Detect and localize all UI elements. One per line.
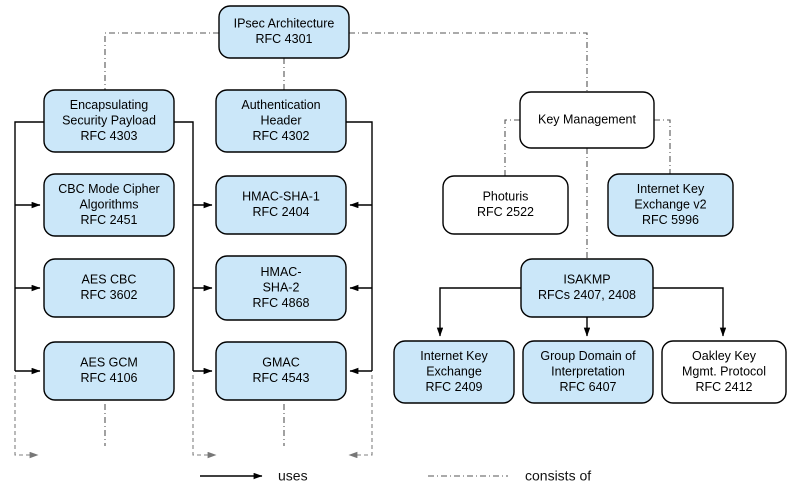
node-label-line: RFC 2522 [477,205,534,219]
legend: uses consists of [200,468,591,484]
node-label-line: Exchange [426,364,482,378]
node-label-line: RFC 4301 [256,32,313,46]
node-label-line: Internet Key [420,349,488,363]
node-label-line: AES GCM [80,356,138,370]
node-label-line: AES CBC [82,273,137,287]
node-label-line: RFC 6407 [560,380,617,394]
edge-esp-bus-left [14,121,44,371]
node-label-line: GMAC [262,356,300,370]
node-box[interactable] [215,255,347,321]
node-box[interactable] [607,173,734,237]
node-label-line: RFCs 2407, 2408 [538,288,636,302]
node-box[interactable] [522,340,654,404]
node-label-line: Exchange v2 [634,197,706,211]
node-label-line: RFC 4303 [81,129,138,143]
node-label-line: Authentication [241,98,320,112]
legend-consists-of-label: consists of [525,468,591,484]
node-box[interactable] [519,91,655,149]
node-box[interactable] [393,340,515,404]
edge-ipsec-to-keymgmt [349,32,588,92]
node-label-line: RFC 2404 [253,205,310,219]
edge-ipsec-to-esp [104,32,219,90]
node-label-line: RFC 2412 [696,380,753,394]
stub-ah-right [348,375,373,459]
node-label-line: Algorithms [79,197,138,211]
node-label-line: Group Domain of [540,349,636,363]
node-label-line: RFC 2409 [426,380,483,394]
node-box[interactable] [218,5,350,59]
edge-isakmp-to-oakley [653,287,727,337]
node-label-line: RFC 4302 [253,129,310,143]
node-box[interactable] [43,173,175,237]
edge-keymgmt-to-photuris [504,119,520,176]
continuation-stubs [14,375,373,459]
node-label-line: SHA-2 [263,280,300,294]
node-label-line: ISAKMP [563,273,610,287]
node-label-line: RFC 3602 [81,288,138,302]
stub-esp-left [14,375,39,459]
node-box[interactable] [43,258,175,318]
node-box[interactable] [661,340,787,404]
edge-keymgmt-to-ikev2 [654,119,671,174]
node-label-line: RFC 5996 [642,213,699,227]
node-label-line: Header [261,113,302,127]
edge-ah-bus-right [346,121,373,371]
node-key-management[interactable]: Key Management [519,91,655,149]
edge-esp-bus-right [174,121,194,371]
node-label-line: HMAC-SHA-1 [242,190,320,204]
node-label-line: RFC 4106 [81,371,138,385]
node-box[interactable] [215,175,347,235]
node-label-line: CBC Mode Cipher [58,182,159,196]
node-label-line: Interpretation [551,364,625,378]
node-label-line: IPsec Architecture [234,17,335,31]
node-label-line: RFC 4868 [253,296,310,310]
node-label-line: Mgmt. Protocol [682,364,766,378]
stub-esp-right [192,375,217,459]
node-box[interactable] [442,175,569,235]
node-label-line: HMAC- [261,265,302,279]
node-label-line: RFC 4543 [253,371,310,385]
node-box[interactable] [520,258,654,318]
node-box[interactable] [215,89,347,153]
node-box[interactable] [215,341,347,401]
uses-edges [14,121,727,375]
node-label-line: Photuris [483,190,529,204]
node-label-line: Key Management [538,112,637,126]
node-label-line: Oakley Key [692,349,757,363]
edge-isakmp-to-ike [436,287,521,337]
consists-of-edges [104,32,671,259]
node-label-line: Encapsulating [70,98,149,112]
node-label-line: Internet Key [637,182,705,196]
node-box[interactable] [43,89,175,153]
node-box[interactable] [43,341,175,401]
legend-uses-label: uses [278,468,308,484]
node-label-line: Security Payload [62,113,156,127]
node-label-line: RFC 2451 [81,213,138,227]
